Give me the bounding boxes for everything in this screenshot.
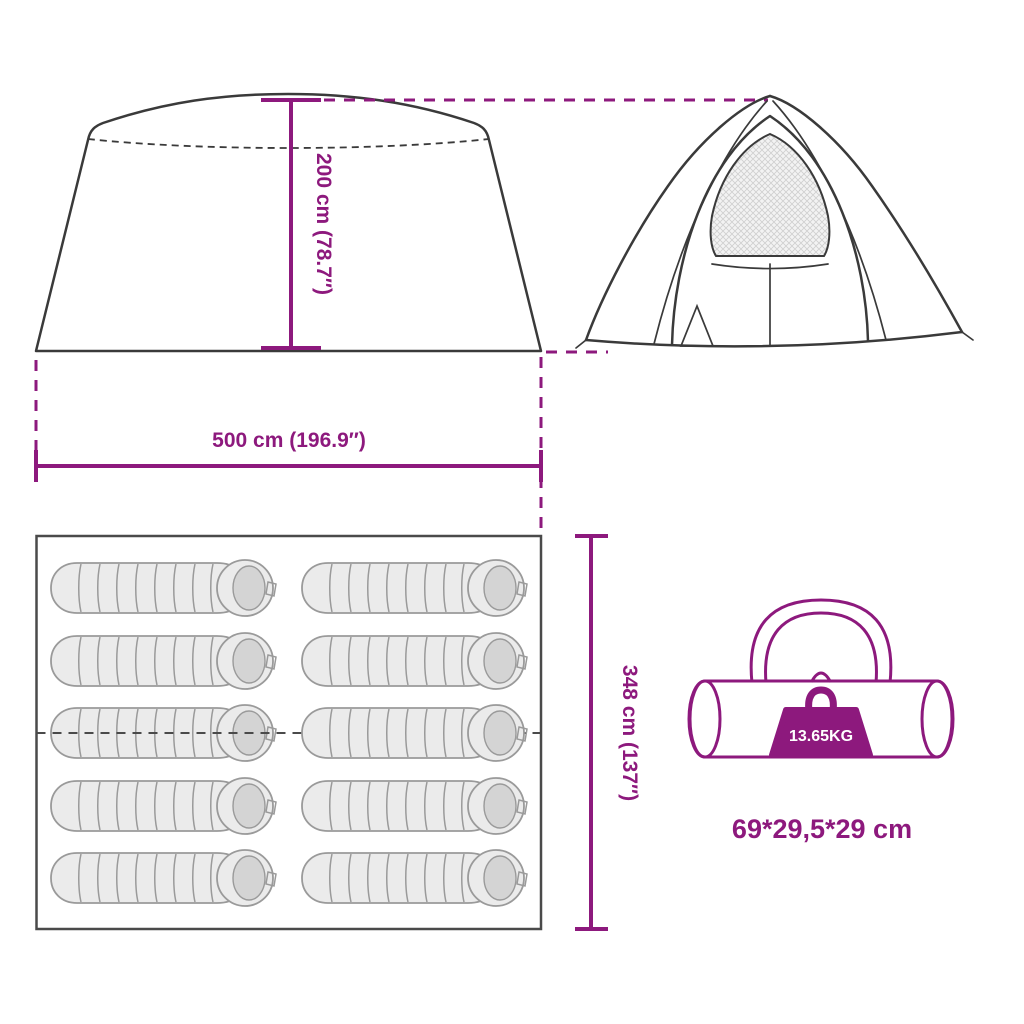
- floor-plan: [35, 534, 543, 931]
- depth-dimension: 348 cm (137″): [575, 534, 641, 931]
- tent-front-corner-right: [961, 331, 974, 341]
- guide-lines: [34, 98, 768, 533]
- height-dimension: 200 cm (78.7″): [261, 98, 335, 350]
- carry-bag-end-right: [920, 679, 954, 759]
- tent-front-door-arch: [670, 114, 870, 347]
- sleeping-bag: [301, 849, 528, 907]
- width-dimension: 500 cm (196.9″): [34, 429, 543, 482]
- sleeping-bag: [50, 849, 277, 907]
- sleeping-bag: [50, 632, 277, 690]
- tent-front-ground: [584, 330, 964, 348]
- tent-front-outline-right: [768, 94, 964, 334]
- tent-front-outline-left: [584, 94, 772, 342]
- weight-icon-handle: [805, 686, 837, 715]
- weight-badge-label: 13.65KG: [789, 728, 853, 745]
- tent-side-outline: [34, 92, 543, 353]
- tent-side-view: [34, 92, 543, 353]
- carry-bag-handle-inner: [764, 611, 878, 685]
- carry-bag: 13.65KG 69*29,5*29 cm: [687, 598, 955, 844]
- tent-side-seam-dashed: [87, 138, 490, 149]
- tent-front-view: [575, 94, 974, 349]
- carry-bag-handle-outer: [749, 598, 893, 685]
- sleeping-bag: [301, 632, 528, 690]
- carry-bag-loop: [810, 671, 832, 683]
- weight-badge: 13.65KG: [769, 686, 873, 758]
- bag-size-label: 69*29,5*29 cm: [732, 814, 912, 844]
- weight-icon: [769, 707, 873, 758]
- height-dimension-label: 200 cm (78.7″): [312, 153, 335, 295]
- carry-bag-end-left: [688, 679, 722, 759]
- sleeping-bag: [50, 559, 277, 617]
- sleeping-bag: [301, 704, 528, 762]
- sleeping-bag: [301, 777, 528, 835]
- depth-dimension-label: 348 cm (137″): [618, 665, 641, 801]
- tent-front-corner-left: [575, 339, 587, 349]
- width-dimension-label: 500 cm (196.9″): [212, 429, 366, 452]
- sleeping-bag: [301, 559, 528, 617]
- sleeping-bag: [50, 777, 277, 835]
- tent-door-mesh-window: [709, 132, 831, 257]
- tent-front-vent: [679, 303, 715, 347]
